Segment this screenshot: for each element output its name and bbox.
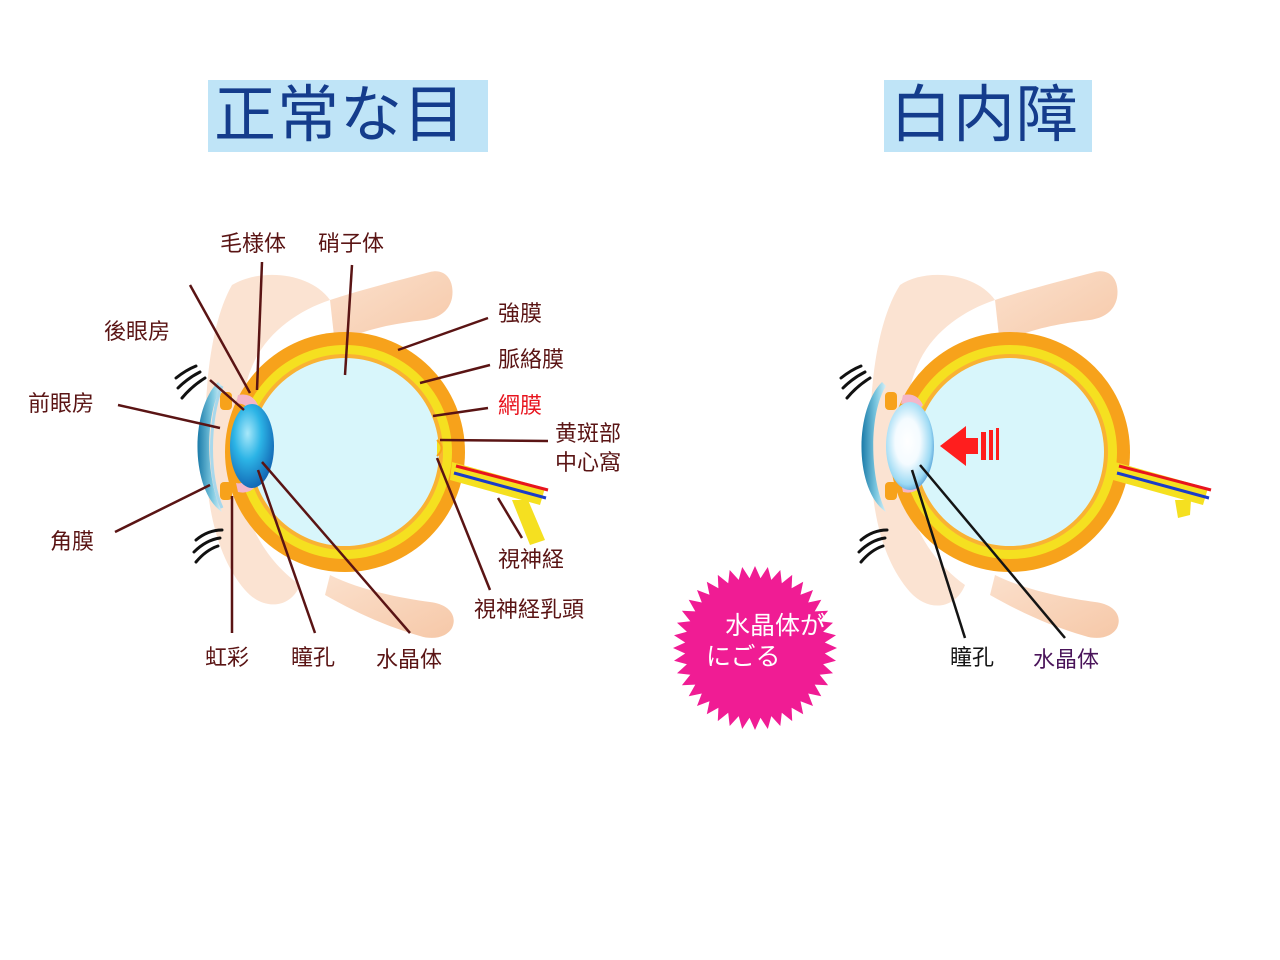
label-retina: 網膜: [498, 394, 543, 419]
callout-line-2: にごる: [706, 642, 781, 672]
vitreous-right: [916, 358, 1104, 546]
cataract-title: 白内障: [890, 78, 1080, 151]
label-lens-right: 水晶体: [1033, 648, 1100, 673]
normal-eye: [114, 261, 549, 638]
upper-muscle-right: [995, 271, 1118, 345]
fovea: [436, 439, 443, 457]
label-cornea: 角膜: [50, 530, 95, 555]
cloudy-lens: [886, 402, 934, 490]
iris-lower: [220, 482, 232, 500]
label-lens: 水晶体: [376, 648, 443, 673]
cornea-inner: [210, 385, 224, 509]
label-sclera: 強膜: [498, 302, 543, 327]
normal-eye-title: 正常な目: [214, 78, 467, 151]
leader-lines-right: [910, 464, 1066, 639]
cornea: [197, 382, 222, 512]
callout-text: 水晶体が にごる: [700, 610, 850, 673]
eyelid-skin-right: [870, 274, 995, 606]
cataract-title-bg: [884, 80, 1092, 152]
optic-nerve-right: [1113, 462, 1212, 518]
vitreous: [251, 358, 439, 546]
callout-line-1: 水晶体が: [724, 611, 825, 640]
label-choroid: 脈絡膜: [498, 348, 565, 373]
callout-burst-badge: [673, 566, 837, 730]
red-arrow-icon: [940, 426, 999, 466]
lower-muscle: [325, 575, 454, 638]
label-ciliary-body: 毛様体: [220, 232, 287, 257]
eyelashes-right: [839, 364, 889, 564]
optic-nerve: [450, 462, 549, 545]
lower-muscle-right: [990, 575, 1119, 638]
label-pupil: 瞳孔: [291, 646, 336, 671]
label-anterior-chamber: 前眼房: [28, 392, 95, 417]
label-optic-disc: 視神経乳頭: [474, 598, 585, 623]
label-posterior-chamber: 後眼房: [104, 320, 171, 345]
label-macula: 黄斑部: [555, 422, 622, 447]
eyelashes: [174, 364, 224, 564]
lens: [230, 404, 274, 488]
leader-lines: [114, 261, 549, 634]
eyelid-skin: [205, 274, 330, 605]
cataract-eye: [839, 271, 1212, 639]
label-vitreous: 硝子体: [318, 232, 385, 257]
label-fovea: 中心窩: [555, 451, 622, 476]
iris-upper-right: [885, 392, 897, 410]
cornea-right: [861, 382, 886, 512]
label-pupil-right: 瞳孔: [950, 646, 995, 671]
normal-eye-title-bg: [208, 80, 488, 152]
label-iris: 虹彩: [205, 646, 250, 671]
upper-muscle: [330, 271, 453, 345]
iris-lower-right: [885, 482, 897, 500]
label-optic-nerve: 視神経: [498, 548, 565, 573]
